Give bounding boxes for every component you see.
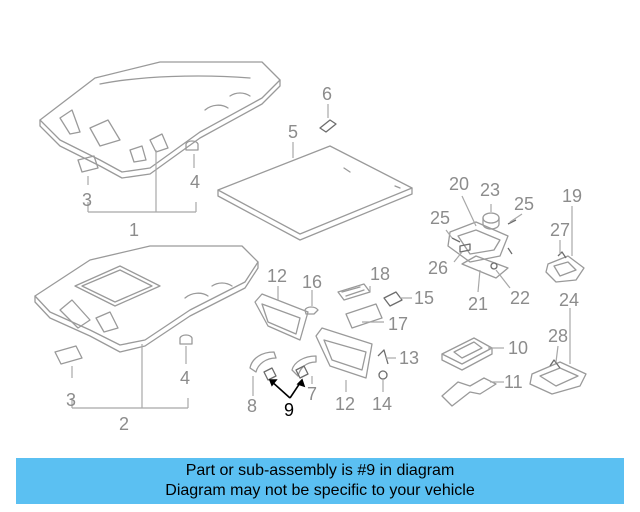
info-banner: Part or sub-assembly is #9 in diagram Di… [16,458,624,504]
callout-4-lower: 4 [180,368,190,388]
callout-6: 6 [322,84,332,104]
leader-2 [71,344,189,409]
callout-14: 14 [372,394,392,414]
lamp-19 [545,255,585,283]
callout-2: 2 [119,414,129,434]
leader-25b [509,213,523,223]
sun-visor-upper [254,293,309,341]
callout-9: 9 [284,400,294,420]
leader-20 [461,195,477,227]
bulb-27 [557,251,567,259]
callout-15: 15 [414,288,434,308]
callout-25-left: 25 [430,208,450,228]
lamp-23 [482,212,500,230]
console-10 [441,337,493,371]
lamp-24 [529,361,587,395]
lamp-18 [337,283,371,301]
banner-line-1: Part or sub-assembly is #9 in diagram [185,462,455,479]
bulb-28 [549,359,561,369]
callout-12-upper: 12 [267,266,287,286]
callout-13: 13 [399,348,419,368]
leader-21 [477,269,481,293]
bracket-21 [461,255,509,279]
clip-14 [378,370,388,380]
callout-24: 24 [559,290,579,310]
clip-16 [304,306,319,315]
leader-25a [445,229,453,239]
arrow-9-right [289,378,306,399]
console-20 [447,221,509,263]
callout-4-upper: 4 [190,172,200,192]
callout-23: 23 [480,180,500,200]
callout-25-right: 25 [514,194,534,214]
leader-28 [555,345,559,363]
callout-26: 26 [428,258,448,278]
callout-11: 11 [504,372,523,392]
callout-3-upper: 3 [82,190,92,210]
sun-visor-lower [315,327,373,379]
grip-7 [291,355,317,377]
visor-holder-upper [77,140,199,173]
mirror-17 [345,303,383,329]
callout-16: 16 [302,272,322,292]
callout-5: 5 [288,122,298,142]
callout-8: 8 [247,396,257,416]
callout-28: 28 [548,326,568,346]
callout-22: 22 [510,288,530,308]
callout-20: 20 [449,174,469,194]
bracket-11 [441,377,497,407]
leader-1 [87,150,197,213]
leader-26 [453,251,463,263]
callout-12-lower: 12 [335,394,355,414]
parts-diagram: 1 2 3 3 4 4 5 6 7 8 9 10 11 12 12 13 14 … [34,61,587,434]
headliner-upper [39,61,281,179]
clip-9 [263,365,309,399]
callout-21: 21 [468,294,488,314]
nut-22 [490,262,498,270]
visor-holder-lower [54,334,193,365]
callout-27: 27 [550,220,570,240]
callout-17: 17 [388,314,408,334]
leader-22 [495,269,511,289]
grip-8 [249,351,277,373]
banner-line-2: Diagram may not be specific to your vehi… [165,482,475,499]
callout-19: 19 [562,186,582,206]
callout-3-lower: 3 [66,390,76,410]
clip-6 [319,119,337,133]
clip-26 [459,243,471,253]
screw-25a [451,237,461,243]
arrow-9-left [268,379,291,399]
screw-25b [507,219,517,255]
headliner-lower [34,245,259,353]
callout-7: 7 [307,384,317,404]
callout-1: 1 [129,220,139,240]
sunroof-panel [217,145,413,241]
bracket-15 [383,291,403,307]
callout-10: 10 [508,338,528,358]
screw-13 [377,349,389,365]
callout-18: 18 [370,264,390,284]
